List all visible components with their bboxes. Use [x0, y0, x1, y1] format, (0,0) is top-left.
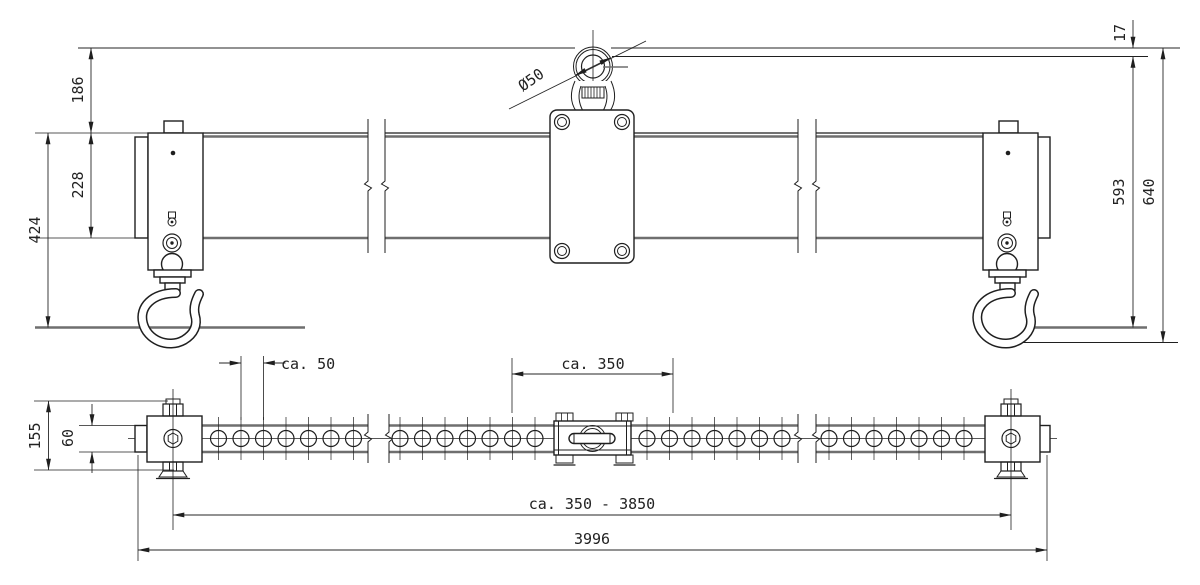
plan-view: ca. 50 ca. 350 ca. 350 - 3850 3996 155: [26, 355, 1057, 561]
center-plate-front: [549, 109, 635, 264]
plan-dims: ca. 50 ca. 350 ca. 350 - 3850 3996 155: [26, 355, 1048, 561]
dim-640: 640: [1140, 178, 1158, 205]
dim-total-length: 3996: [574, 530, 610, 548]
right-side-plate: [1036, 136, 1051, 239]
dim-186: 186: [69, 76, 87, 103]
dim-17: 17: [1111, 24, 1129, 42]
shackle: [570, 30, 628, 112]
dim-593: 593: [1110, 178, 1128, 205]
dim-hole-pitch: ca. 50: [281, 355, 335, 373]
center-clamp-plan: [553, 412, 636, 466]
dim-424: 424: [26, 216, 44, 243]
front-dims-left: 424 186 228: [26, 47, 148, 328]
dim-155: 155: [26, 422, 44, 449]
dim-adjust-range: ca. 350 - 3850: [529, 495, 655, 513]
left-trolley-plan: [146, 388, 203, 531]
dim-center-span: ca. 350: [561, 355, 624, 373]
front-dims-right: 17 593 640: [1110, 20, 1166, 343]
front-view: Ø50 424 186 228 17 593 640: [26, 20, 1180, 344]
left-side-plate: [134, 136, 149, 239]
dim-dia50: Ø50: [515, 65, 548, 95]
dim-228: 228: [69, 171, 87, 198]
right-trolley-front: [977, 121, 1038, 344]
beam-front: [203, 132, 983, 240]
right-trolley-plan: [984, 388, 1041, 531]
dim-60: 60: [59, 429, 77, 447]
left-trolley-front: [142, 121, 203, 344]
break-lines-front: [363, 119, 821, 253]
left-end-cap: [134, 424, 148, 453]
diameter-callout: Ø50: [508, 40, 647, 110]
